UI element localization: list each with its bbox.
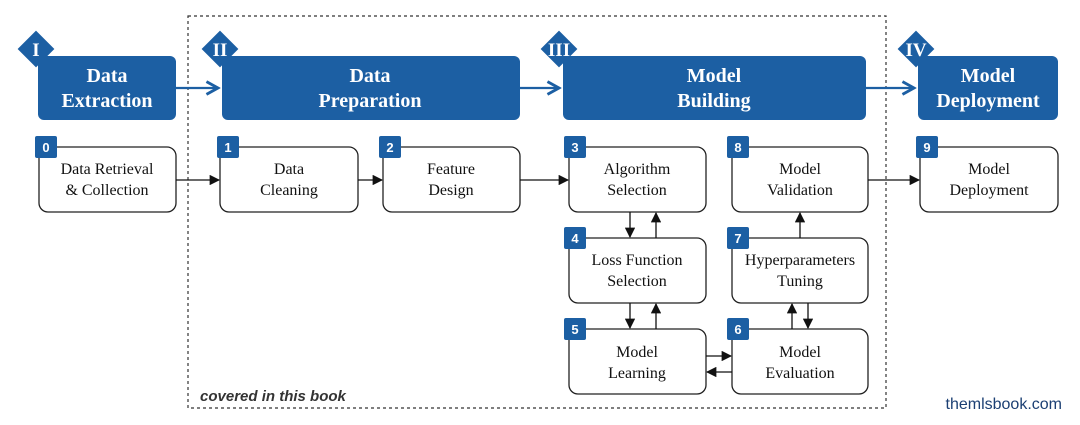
step-number: 1 xyxy=(224,140,231,155)
step-label-line1: Feature xyxy=(427,161,475,178)
step-7-hyperparameters-tuning: 7 Hyperparameters Tuning xyxy=(727,227,869,304)
step-label-line1: Hyperparameters xyxy=(745,252,855,269)
step-label-line2: Selection xyxy=(607,273,667,290)
step-9-model-deployment: 9 Model Deployment xyxy=(916,136,1059,213)
covered-region xyxy=(187,15,887,409)
step-label-line2: Selection xyxy=(607,182,667,199)
step-8-model-validation: 8 Model Validation xyxy=(727,136,869,213)
step-6-model-evaluation: 6 Model Evaluation xyxy=(727,318,869,395)
step-label-line2: & Collection xyxy=(65,182,148,199)
step-label-line2: Learning xyxy=(608,365,666,382)
phase-roman: III xyxy=(548,40,570,61)
phase-title-line2: Building xyxy=(677,90,750,112)
step-number: 8 xyxy=(734,140,741,155)
step-label-line1: Loss Function xyxy=(591,252,682,269)
step-label-line2: Evaluation xyxy=(765,365,834,382)
step-2-feature-design: 2 Feature Design xyxy=(379,136,521,213)
step-5-model-learning: 5 Model Learning xyxy=(564,318,707,395)
phase-title-line2: Extraction xyxy=(61,90,152,112)
step-1-data-cleaning: 1 Data Cleaning xyxy=(217,136,359,213)
phase-title-line1: Model xyxy=(961,65,1016,87)
step-label-line2: Validation xyxy=(767,182,833,199)
step-number: 5 xyxy=(571,322,578,337)
step-label-line1: Model xyxy=(779,161,821,178)
step-0-data-retrieval: 0 Data Retrieval & Collection xyxy=(35,136,177,213)
step-number: 2 xyxy=(386,140,393,155)
step-number: 4 xyxy=(571,231,579,246)
phase-title-line1: Model xyxy=(687,65,742,87)
phase-roman: II xyxy=(213,40,228,61)
phase-title-line2: Deployment xyxy=(936,90,1040,112)
step-4-loss-function: 4 Loss Function Selection xyxy=(564,227,707,304)
step-label-line1: Algorithm xyxy=(604,161,671,178)
step-label-line1: Model xyxy=(616,344,658,361)
step-number: 9 xyxy=(923,140,930,155)
covered-note: covered in this book xyxy=(200,388,347,405)
phase-banner-building: III Model Building xyxy=(540,30,866,120)
step-number: 7 xyxy=(734,231,741,246)
step-label-line2: Cleaning xyxy=(260,182,318,199)
site-label: themlsbook.com xyxy=(946,396,1063,413)
phase-title-line1: Data xyxy=(349,65,390,87)
step-label-line2: Deployment xyxy=(949,182,1029,199)
phase-roman: IV xyxy=(905,40,926,61)
step-label-line1: Model xyxy=(968,161,1010,178)
step-number: 0 xyxy=(42,140,49,155)
step-label-line1: Model xyxy=(779,344,821,361)
phase-banner-extraction: I Data Extraction xyxy=(17,30,176,120)
phase-banner-preparation: II Data Preparation xyxy=(201,30,520,120)
phase-title-line2: Preparation xyxy=(319,90,422,112)
phase-roman: I xyxy=(32,40,39,61)
step-label-line2: Tuning xyxy=(777,273,823,290)
step-label-line2: Design xyxy=(428,182,473,199)
step-number: 6 xyxy=(734,322,741,337)
phase-title-line1: Data xyxy=(86,65,127,87)
step-label-line1: Data xyxy=(274,161,304,178)
phase-banner-deployment: IV Model Deployment xyxy=(897,30,1058,120)
step-number: 3 xyxy=(571,140,578,155)
step-label-line1: Data Retrieval xyxy=(61,161,154,178)
step-3-algorithm-selection: 3 Algorithm Selection xyxy=(564,136,707,213)
